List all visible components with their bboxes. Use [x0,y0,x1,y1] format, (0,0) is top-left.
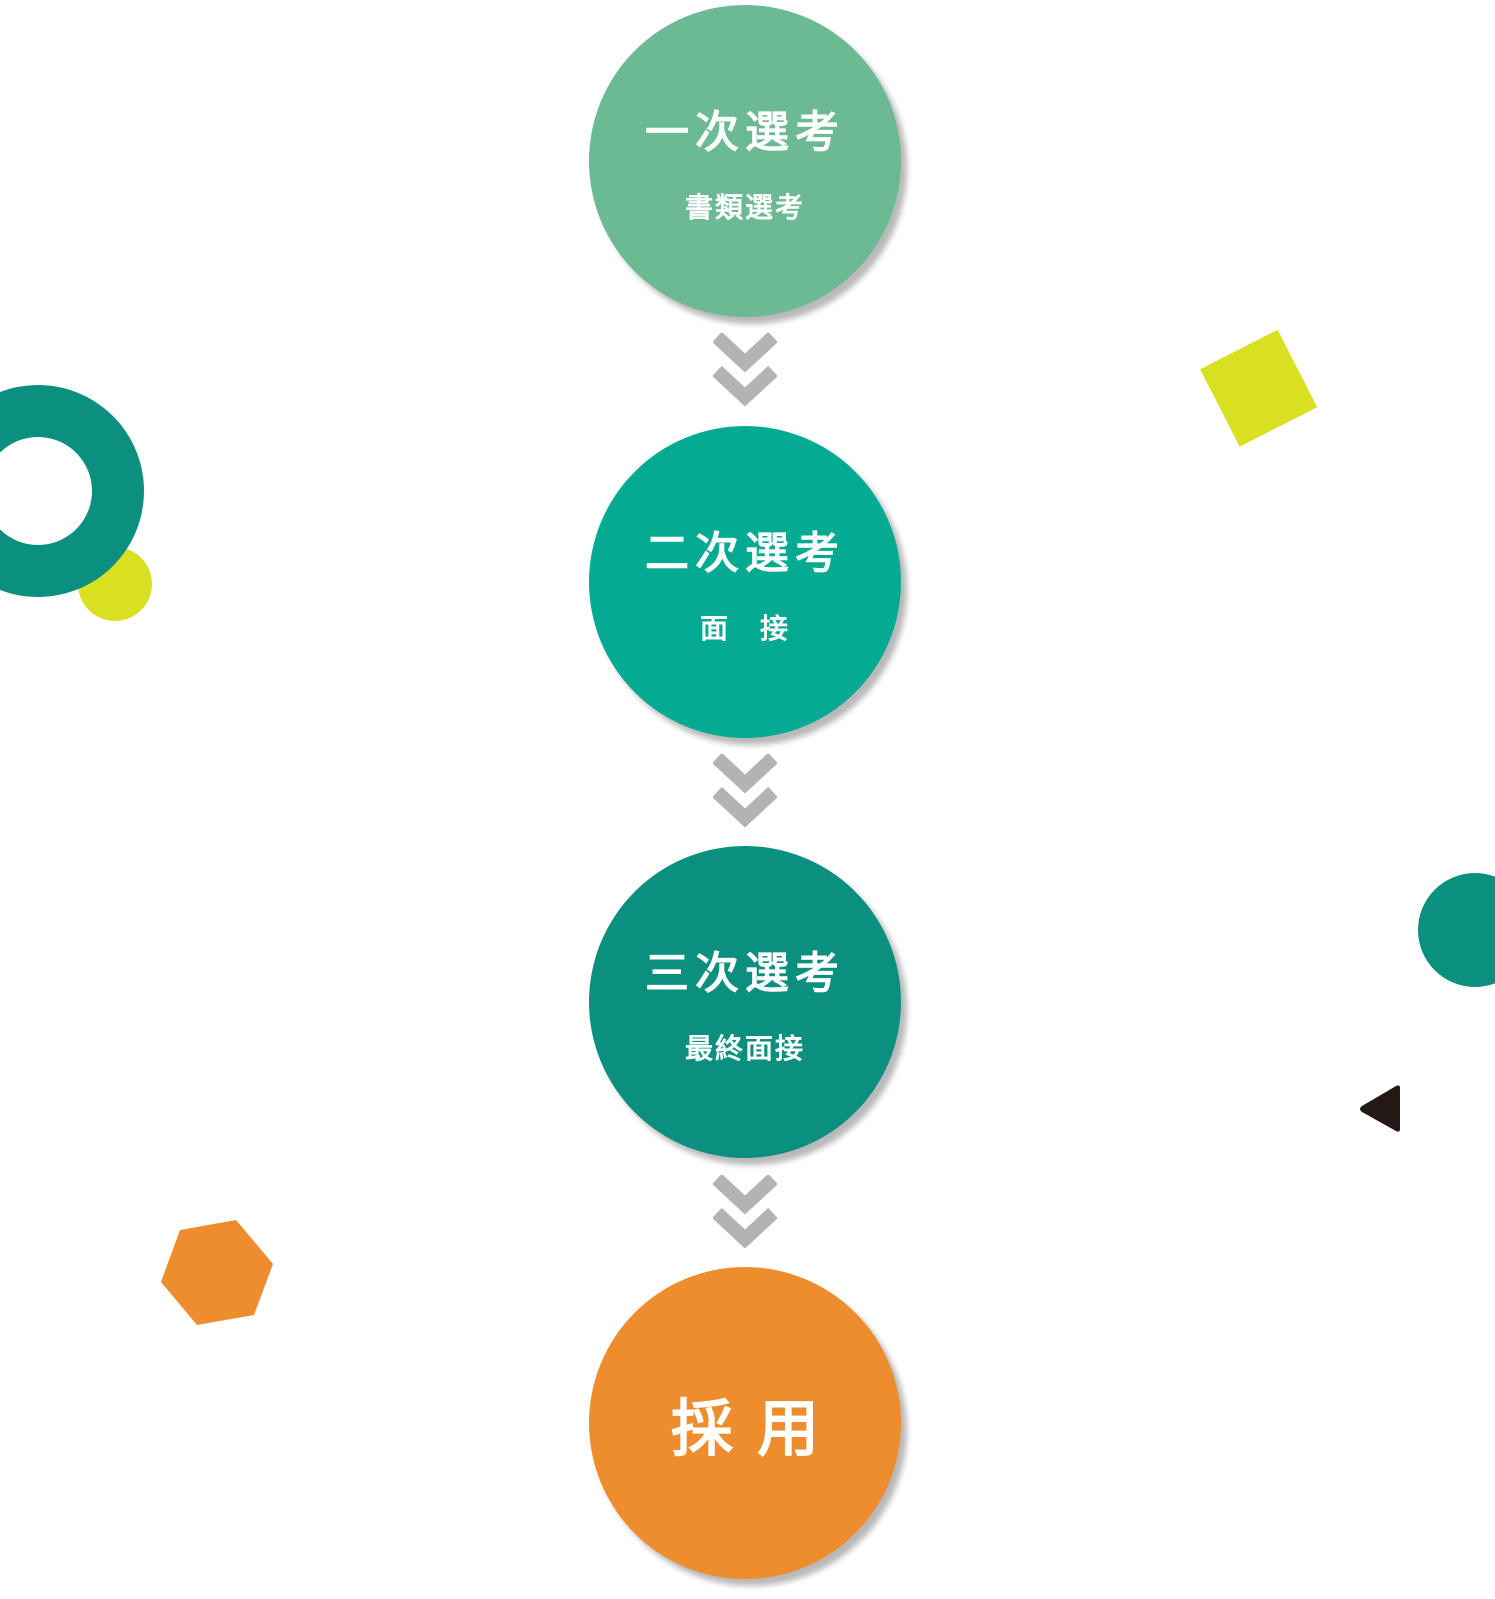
black-triangle-shape [1360,1085,1400,1132]
chevron-down-icon [713,333,777,407]
step-first-selection: 一次選考 書類選考 [589,5,901,317]
step-title: 一次選考 [645,107,845,158]
chevron-down-icon [713,1175,777,1249]
step-hired: 採用 [589,1267,901,1579]
step-title: 二次選考 [645,528,845,579]
teal-ring-shape [0,385,144,597]
step-title: 採用 [670,1392,843,1465]
yellow-diamond-shape [1200,329,1318,447]
step-subtitle: 面 接 [699,612,790,645]
chevron-down-icon [713,754,777,828]
step-second-selection: 二次選考 面 接 [589,426,901,738]
orange-hexagon-shape [161,1220,273,1325]
step-subtitle: 書類選考 [684,191,805,224]
step-third-selection: 三次選考 最終面接 [589,846,901,1158]
step-subtitle: 最終面接 [684,1032,805,1065]
teal-half-circle-shape [1418,873,1495,987]
step-title: 三次選考 [645,948,845,999]
